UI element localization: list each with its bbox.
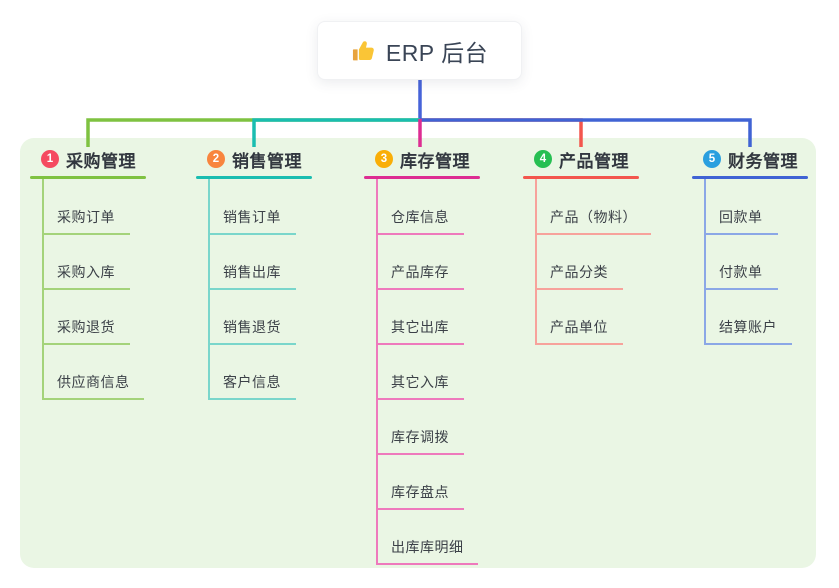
- child-node-underline: [535, 233, 651, 235]
- child-node-underline: [535, 343, 623, 345]
- branch-label: 产品管理: [559, 151, 629, 171]
- child-node-underline: [704, 288, 778, 290]
- child-node-underline: [208, 398, 296, 400]
- branch-number-badge: 1: [41, 150, 59, 168]
- branch-label: 销售管理: [232, 151, 302, 171]
- child-node-underline: [208, 288, 296, 290]
- branch-underline: [364, 176, 480, 179]
- branch-header[interactable]: 1 采购管理: [30, 148, 136, 171]
- branch-tree-line: [535, 179, 537, 345]
- child-node-underline: [376, 563, 478, 565]
- branch-label: 财务管理: [728, 151, 798, 171]
- branch-underline: [523, 176, 639, 179]
- branch-label: 采购管理: [66, 151, 136, 171]
- root-node[interactable]: ERP 后台: [317, 21, 522, 80]
- child-node-label[interactable]: 仓库信息: [391, 209, 449, 225]
- child-node-underline: [704, 343, 792, 345]
- child-node-underline: [42, 398, 144, 400]
- branch-header[interactable]: 2 销售管理: [196, 148, 302, 171]
- branch-number-badge: 4: [534, 150, 552, 168]
- branch-number-badge: 5: [703, 150, 721, 168]
- child-node-label[interactable]: 库存调拨: [391, 429, 449, 445]
- child-node-underline: [376, 233, 464, 235]
- child-node-label[interactable]: 产品（物料）: [550, 209, 637, 225]
- child-node-label[interactable]: 销售出库: [223, 264, 281, 280]
- branch-tree-line: [704, 179, 706, 345]
- child-node-label[interactable]: 回款单: [719, 209, 763, 225]
- child-node-label[interactable]: 产品分类: [550, 264, 608, 280]
- branch-label: 库存管理: [400, 151, 470, 171]
- root-title: ERP 后台: [385, 39, 489, 66]
- child-node-label[interactable]: 采购退货: [57, 319, 115, 335]
- child-node-label[interactable]: 出库库明细: [391, 539, 464, 555]
- branch-number-badge: 2: [207, 150, 225, 168]
- branch-number-badge: 3: [375, 150, 393, 168]
- child-node-underline: [376, 343, 464, 345]
- child-node-label[interactable]: 供应商信息: [57, 374, 130, 390]
- child-node-label[interactable]: 销售退货: [223, 319, 281, 335]
- branch-header[interactable]: 4 产品管理: [523, 148, 629, 171]
- child-node-label[interactable]: 其它入库: [391, 374, 449, 390]
- branch-underline: [692, 176, 808, 179]
- child-node-underline: [208, 233, 296, 235]
- branch-tree-line: [376, 179, 378, 565]
- child-node-underline: [42, 233, 130, 235]
- branches-panel: [20, 138, 816, 568]
- child-node-underline: [376, 398, 464, 400]
- child-node-underline: [704, 233, 778, 235]
- child-node-label[interactable]: 产品库存: [391, 264, 449, 280]
- branch-underline: [196, 176, 312, 179]
- child-node-underline: [376, 288, 464, 290]
- child-node-label[interactable]: 客户信息: [223, 374, 281, 390]
- child-node-label[interactable]: 库存盘点: [391, 484, 449, 500]
- child-node-label[interactable]: 采购订单: [57, 209, 115, 225]
- child-node-label[interactable]: 结算账户: [719, 319, 777, 335]
- child-node-underline: [376, 453, 464, 455]
- child-node-underline: [535, 288, 623, 290]
- child-node-label[interactable]: 采购入库: [57, 264, 115, 280]
- child-node-label[interactable]: 付款单: [719, 264, 763, 280]
- child-node-underline: [208, 343, 296, 345]
- child-node-underline: [42, 343, 130, 345]
- child-node-underline: [42, 288, 130, 290]
- branch-header[interactable]: 3 库存管理: [364, 148, 470, 171]
- branch-header[interactable]: 5 财务管理: [692, 148, 798, 171]
- child-node-label[interactable]: 销售订单: [223, 209, 281, 225]
- child-node-underline: [376, 508, 464, 510]
- child-node-label[interactable]: 其它出库: [391, 319, 449, 335]
- thumbs-up-icon: [351, 38, 377, 64]
- branch-underline: [30, 176, 146, 179]
- child-node-label[interactable]: 产品单位: [550, 319, 608, 335]
